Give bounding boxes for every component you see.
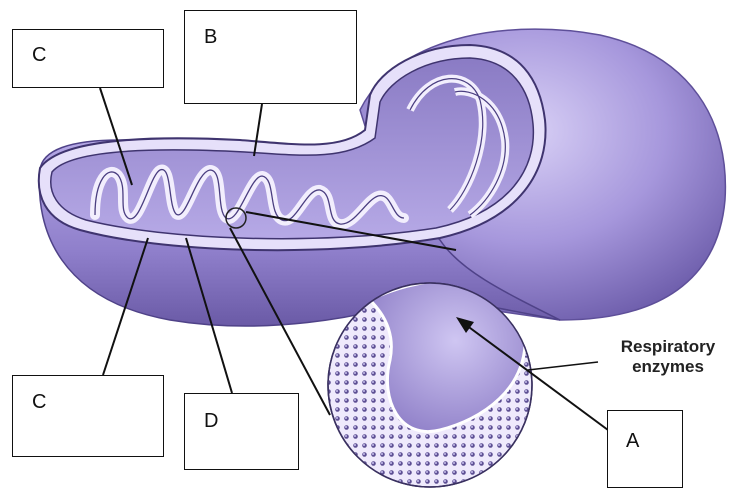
label-c-bottom: C — [32, 391, 46, 414]
label-box-b-top[interactable] — [184, 10, 357, 104]
label-a-bottom: A — [626, 430, 639, 453]
label-c-top: C — [32, 44, 46, 67]
pointer-respiratory — [528, 362, 598, 370]
respiratory-line2: enzymes — [594, 357, 742, 377]
respiratory-line1: Respiratory — [594, 337, 742, 357]
label-d-bottom: D — [204, 410, 218, 433]
label-box-d-bottom[interactable] — [184, 393, 299, 470]
label-box-a-bottom[interactable] — [607, 410, 683, 488]
label-b-top: B — [204, 26, 217, 49]
respiratory-enzymes-annotation: Respiratory enzymes — [594, 337, 742, 377]
label-box-c-bottom[interactable] — [12, 375, 164, 457]
